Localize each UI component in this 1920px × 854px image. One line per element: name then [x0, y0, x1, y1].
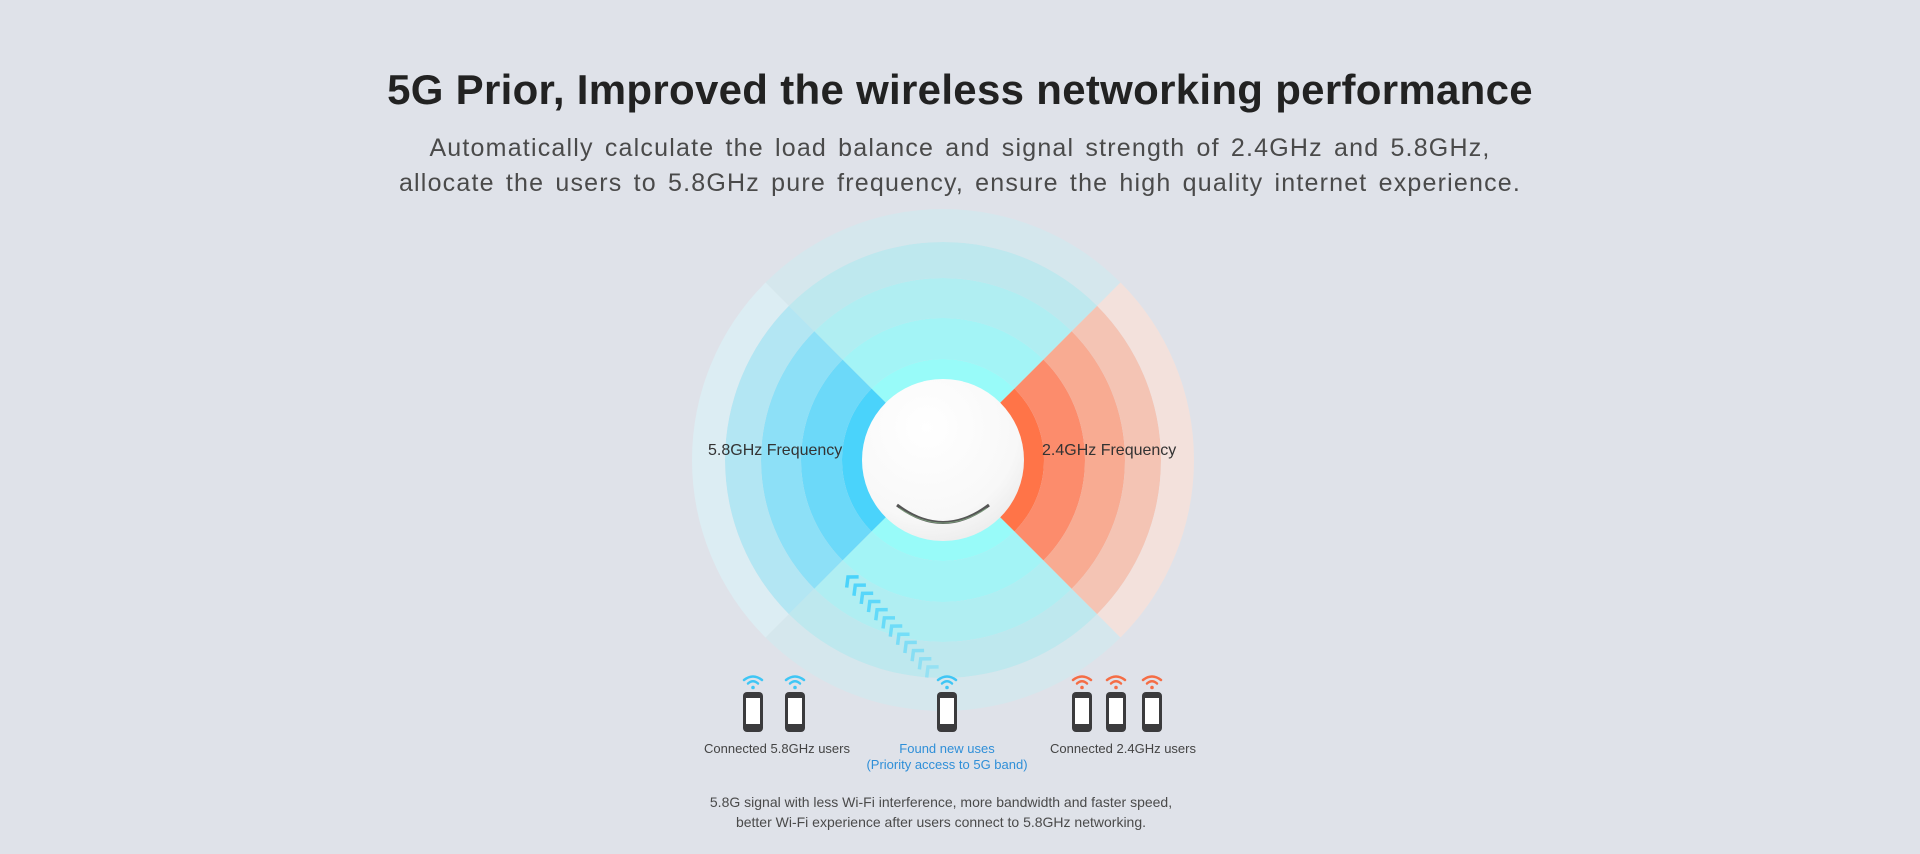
bottom-sector-band-4	[788, 588, 1098, 678]
smartphone-icon	[937, 692, 957, 732]
smartphone-icon	[1072, 692, 1092, 732]
right-24g-sector-band-5	[1097, 282, 1195, 638]
bottom-sector-band-3	[814, 560, 1072, 642]
label-new-user: Found new uses	[899, 741, 995, 756]
subtitle-line-2: allocate the users to 5.8GHz pure freque…	[398, 169, 1522, 197]
chevron-mark	[866, 599, 881, 613]
chevron-mark	[910, 648, 925, 662]
wifi-icon	[1141, 674, 1163, 690]
label-priority-access: (Priority access to 5G band)	[866, 757, 1028, 772]
label-24g-frequency: 2.4GHz Frequency	[1042, 442, 1177, 459]
chevron-mark	[903, 640, 917, 654]
wifi-icon	[1071, 674, 1093, 690]
smartphone-icon	[1106, 692, 1126, 732]
bottom-sector-band-2	[842, 531, 1044, 602]
top-sector-band-3	[814, 278, 1072, 360]
left-5g-sector-band-3	[761, 331, 843, 589]
bottom-sector-band-5	[765, 614, 1121, 711]
right-24g-sector-band-2	[1014, 359, 1086, 561]
page-title: 5G Prior, Improved the wireless networki…	[387, 66, 1533, 113]
footer-line-2: better Wi-Fi experience after users conn…	[735, 814, 1147, 830]
top-sector-band-5	[765, 209, 1121, 306]
top-sector-band-4	[788, 242, 1098, 332]
access-point-icon	[862, 379, 1024, 541]
label-connected-5g: Connected 5.8GHz users	[704, 741, 850, 756]
left-5g-sector-band-5	[691, 282, 789, 638]
chevron-mark	[924, 665, 939, 678]
top-sector-band-2	[842, 318, 1044, 389]
right-24g-sector-band-4	[1071, 305, 1162, 615]
chevron-mark	[859, 591, 874, 605]
priority-arrow-icon	[844, 575, 939, 678]
chevron-mark	[874, 607, 888, 621]
chevron-mark	[888, 624, 903, 637]
wifi-icon	[1105, 674, 1127, 690]
left-5g-sector-band-1	[841, 388, 887, 532]
chevron-mark	[844, 575, 859, 588]
wifi-icon	[784, 674, 806, 690]
bottom-sector-band-1	[871, 516, 1015, 561]
chevron-mark	[917, 656, 932, 670]
chevron-mark	[852, 583, 866, 596]
right-24g-sector-band-3	[1043, 331, 1125, 589]
smartphone-icon	[743, 692, 763, 732]
footer-line-1: 5.8G signal with less Wi-Fi interference…	[709, 794, 1173, 810]
smartphone-icon	[1142, 692, 1162, 732]
label-5g-frequency: 5.8GHz Frequency	[708, 442, 843, 459]
wifi-icon	[936, 674, 958, 690]
top-sector-band-1	[871, 359, 1015, 404]
subtitle-line-1: Automatically calculate the load balance…	[429, 134, 1491, 162]
left-5g-sector-band-4	[725, 305, 815, 615]
chevron-mark	[895, 632, 910, 646]
chevron-mark	[881, 616, 896, 629]
wifi-icon	[742, 674, 764, 690]
smartphone-icon	[785, 692, 805, 732]
label-connected-24g: Connected 2.4GHz users	[1050, 741, 1196, 756]
right-24g-sector-band-1	[999, 388, 1044, 532]
left-5g-sector-band-2	[801, 359, 872, 561]
